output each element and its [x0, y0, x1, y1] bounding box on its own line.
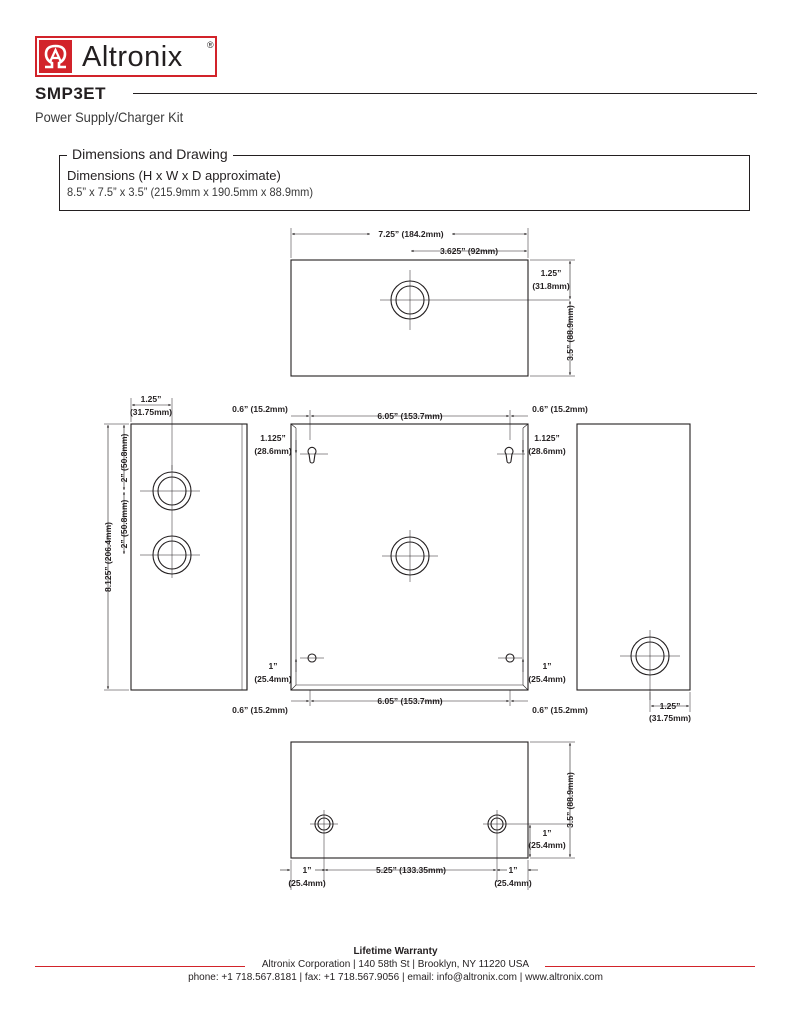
dim-label-mount-left-in: 1” [269, 661, 278, 671]
dim-label-front-margin-tl: 0.6” (15.2mm) [232, 404, 288, 414]
footer-address: Altronix Corporation | 140 58th St | Bro… [261, 959, 530, 970]
dim-label-bottom-hole-in: 1” [543, 828, 552, 838]
dim-label-right-hole-in: 1.25” [660, 701, 681, 711]
front-view-outline [290, 423, 529, 691]
header-divider [133, 93, 757, 94]
dim-label-mount-right-mm: (25.4mm) [528, 674, 565, 684]
dim-label-left-width-mm: (31.75mm) [130, 407, 172, 417]
product-model: SMP3ET [35, 84, 107, 103]
altronix-omega-logo-icon [39, 40, 72, 73]
dimensions-box [59, 155, 750, 211]
dim-label-keyhole-left-in: 1.125” [260, 433, 286, 443]
dimensions-value: 8.5” x 7.5” x 3.5” (215.9mm x 190.5mm x … [67, 185, 314, 199]
dim-label-top-hole-mm: (31.8mm) [532, 281, 569, 291]
dim-label-bottom-span: 5.25” (133.35mm) [376, 865, 446, 875]
footer-divider-right [545, 966, 755, 967]
dim-label-top-depth: 3.5” (88.9mm) [565, 305, 575, 361]
dim-label-top-width: 7.25” (184.2mm) [378, 229, 443, 239]
dim-label-bottom-left-in: 1” [303, 865, 312, 875]
dim-label-keyhole-left-mm: (28.6mm) [254, 446, 291, 456]
dim-label-bottom-left-mm: (25.4mm) [288, 878, 325, 888]
dim-label-front-margin-bl: 0.6” (15.2mm) [232, 705, 288, 715]
dim-label-left-spacing-a: 2” (50.8mm) [119, 434, 129, 483]
dim-label-bottom-right-mm: (25.4mm) [494, 878, 531, 888]
dim-label-right-hole-mm: (31.75mm) [649, 713, 691, 723]
dim-label-front-span-top: 6.05” (153.7mm) [377, 411, 442, 421]
dim-label-left-height: 8.125” (206.4mm) [103, 522, 113, 592]
left-view-outline [130, 423, 248, 691]
dim-label-mount-left-mm: (25.4mm) [254, 674, 291, 684]
dim-label-top-center: 3.625” (92mm) [440, 246, 498, 256]
bottom-view-outline [290, 741, 529, 859]
dim-label-front-margin-tr: 0.6” (15.2mm) [532, 404, 588, 414]
dim-label-front-margin-br: 0.6” (15.2mm) [532, 705, 588, 715]
footer-warranty: Lifetime Warranty [353, 946, 438, 957]
altronix-logo: Altronix ® [35, 36, 217, 77]
dim-label-top-hole-in: 1.25” [541, 268, 562, 278]
footer-divider-left [35, 966, 245, 967]
top-view-outline [290, 259, 529, 377]
dim-label-left-width-in: 1.25” [141, 394, 162, 404]
dimensions-label: Dimensions (H x W x D approximate) [67, 168, 281, 183]
right-view-outline [576, 423, 691, 691]
dim-label-bottom-depth: 3.5” (88.9mm) [565, 772, 575, 828]
brand-name: Altronix [82, 41, 183, 73]
dim-label-bottom-hole-mm: (25.4mm) [528, 840, 565, 850]
keyhole-left [307, 446, 317, 464]
footer-contact: phone: +1 718.567.8181 | fax: +1 718.567… [188, 972, 603, 983]
dim-label-mount-right-in: 1” [543, 661, 552, 671]
dimensions-section-title: Dimensions and Drawing [67, 146, 233, 162]
product-subtitle: Power Supply/Charger Kit [35, 109, 184, 125]
dim-label-keyhole-right-in: 1.125” [534, 433, 560, 443]
dim-label-keyhole-right-mm: (28.6mm) [528, 446, 565, 456]
registered-mark: ® [207, 40, 214, 50]
dim-label-bottom-right-in: 1” [509, 865, 518, 875]
keyhole-right [504, 446, 514, 464]
dim-label-front-span-bottom: 6.05” (153.7mm) [377, 696, 442, 706]
dim-label-left-spacing-b: 2” (50.8mm) [119, 500, 129, 549]
